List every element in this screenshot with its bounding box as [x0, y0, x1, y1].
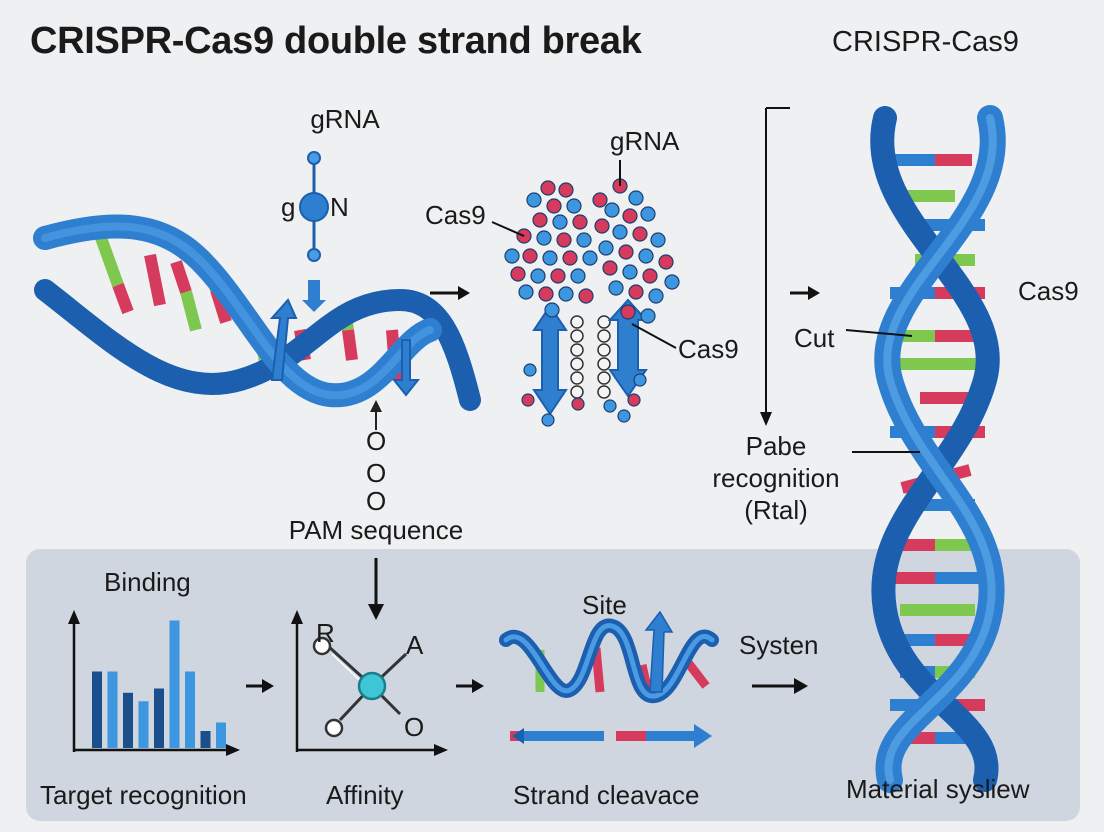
pam-o-label: O	[366, 486, 387, 516]
page-title: CRISPR-Cas9 double strand break	[30, 20, 642, 62]
pam-arrow	[370, 400, 382, 430]
base-pair	[144, 253, 166, 307]
binding-bar	[154, 688, 164, 748]
binding-bar	[107, 671, 118, 748]
arrow-right-icon	[456, 679, 484, 693]
cut-label: Cut	[794, 323, 835, 353]
base-pair	[112, 282, 134, 315]
double-arrow-icon	[532, 304, 568, 416]
left-dna-helix	[33, 214, 481, 411]
arrow-right-icon	[430, 286, 470, 300]
pam-o-label: O	[366, 458, 387, 488]
base-pair	[170, 260, 192, 294]
arrow-right-icon	[790, 286, 820, 300]
strand-cleavage-illustration	[499, 610, 719, 748]
binding-bar	[123, 692, 133, 748]
binding-bar	[138, 701, 149, 748]
binding-bar	[169, 620, 180, 748]
binding-bar	[216, 722, 226, 748]
pam-o-label: O	[366, 426, 387, 456]
affinity-o-label: O	[404, 712, 425, 742]
strand-cleavage-label: Strand cleavace	[513, 780, 700, 810]
affinity-label: Affinity	[326, 780, 404, 810]
n-label: N	[330, 192, 349, 222]
pam-down-arrow	[368, 558, 384, 620]
down-arrow-icon	[302, 280, 326, 312]
up-arrow-icon	[644, 610, 674, 693]
affinity-a-label: A	[406, 630, 424, 660]
binding-bar-chart	[68, 610, 240, 756]
right-helix-title: CRISPR-Cas9	[832, 26, 1019, 58]
cas9-protein-cluster	[491, 160, 680, 427]
up-arrow-icon	[269, 298, 298, 381]
base-pair	[342, 329, 358, 361]
helix-strand-highlight	[883, 114, 997, 784]
affinity-diagram	[291, 610, 448, 756]
affinity-node	[357, 671, 387, 701]
grna-molecule	[299, 151, 329, 312]
cas9-label: Cas9	[1018, 276, 1079, 306]
dna-backbone-highlight	[41, 222, 434, 400]
pam-sequence-label: PAM sequence	[288, 515, 464, 545]
arrow-right-icon	[246, 679, 274, 693]
target-recognition-label: Target recognition	[40, 780, 247, 810]
leader-line	[491, 221, 525, 237]
g-label: g	[281, 192, 296, 222]
affinity-r-label: R	[316, 618, 335, 648]
cas9-label: Cas9	[425, 200, 486, 230]
binding-bar	[92, 671, 102, 748]
cas9-label: Cas9	[678, 334, 739, 364]
down-arrow-icon	[391, 339, 421, 397]
double-arrow-icon	[607, 298, 649, 398]
right-dna-helix	[845, 105, 1006, 793]
binding-label: Binding	[104, 567, 191, 597]
grna-cluster-label: gRNA	[610, 126, 680, 156]
binding-bar	[185, 671, 195, 748]
system-label: Systen	[739, 630, 819, 660]
bracket-down-arrow	[760, 107, 790, 426]
grna-label: gRNA	[310, 104, 380, 134]
binding-bar	[200, 731, 211, 748]
site-label: Site	[582, 590, 627, 620]
arrow-right-icon	[752, 678, 808, 694]
base-pair	[94, 232, 124, 288]
base-pair	[180, 290, 202, 332]
leader-line	[845, 329, 913, 337]
dna-backbone-back	[34, 279, 481, 411]
recognition-label: Pabe recognition (Rtal)	[712, 431, 840, 525]
material-label: Material sysliew	[846, 774, 1030, 804]
leader-line	[631, 323, 677, 349]
